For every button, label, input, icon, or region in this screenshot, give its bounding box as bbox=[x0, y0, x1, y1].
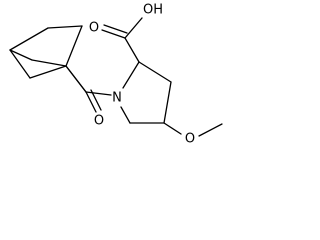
atom-label-acid-carbonyl-oxygen: O bbox=[89, 21, 99, 36]
chemical-structure: OH O N O O bbox=[9, 3, 223, 147]
bond-c2-acid-c bbox=[124, 37, 140, 63]
methoxy-group bbox=[163, 122, 223, 137]
bond-cage-5 bbox=[29, 65, 67, 79]
norbornane-cage bbox=[9, 25, 87, 93]
bond-cage-2 bbox=[9, 27, 49, 51]
pyrrolidine-ring bbox=[120, 61, 172, 124]
bond-carbonyl-c-o-1 bbox=[85, 91, 97, 113]
bond-cage-4 bbox=[9, 49, 31, 79]
atom-label-amide-oxygen: O bbox=[94, 114, 104, 129]
atom-label-ring-nitrogen: N bbox=[112, 91, 122, 106]
atom-label-hydroxyl: OH bbox=[143, 3, 163, 18]
bond-acid-c-oh bbox=[124, 17, 143, 39]
atom-label-ether-oxygen: O bbox=[185, 132, 195, 147]
amide-carbonyl bbox=[65, 65, 112, 113]
bond-cage-to-carbonyl bbox=[65, 65, 87, 93]
bond-c3-c4 bbox=[163, 81, 172, 124]
bond-n-c2 bbox=[122, 61, 140, 89]
bond-acid-c-o-2 bbox=[103, 24, 128, 34]
bond-carbonyl-to-n bbox=[85, 91, 112, 96]
bond-cage-1 bbox=[47, 25, 83, 29]
carboxylic-acid bbox=[101, 17, 143, 63]
bond-c4-o bbox=[163, 122, 182, 135]
bond-o-ch3 bbox=[198, 123, 223, 137]
bond-acid-c-o-1 bbox=[101, 29, 126, 39]
bond-cage-3 bbox=[65, 25, 83, 67]
bond-cage-7 bbox=[31, 59, 67, 67]
bond-c5-n bbox=[120, 106, 131, 124]
bond-c2-c3 bbox=[138, 61, 172, 83]
bond-cage-6 bbox=[9, 49, 33, 61]
